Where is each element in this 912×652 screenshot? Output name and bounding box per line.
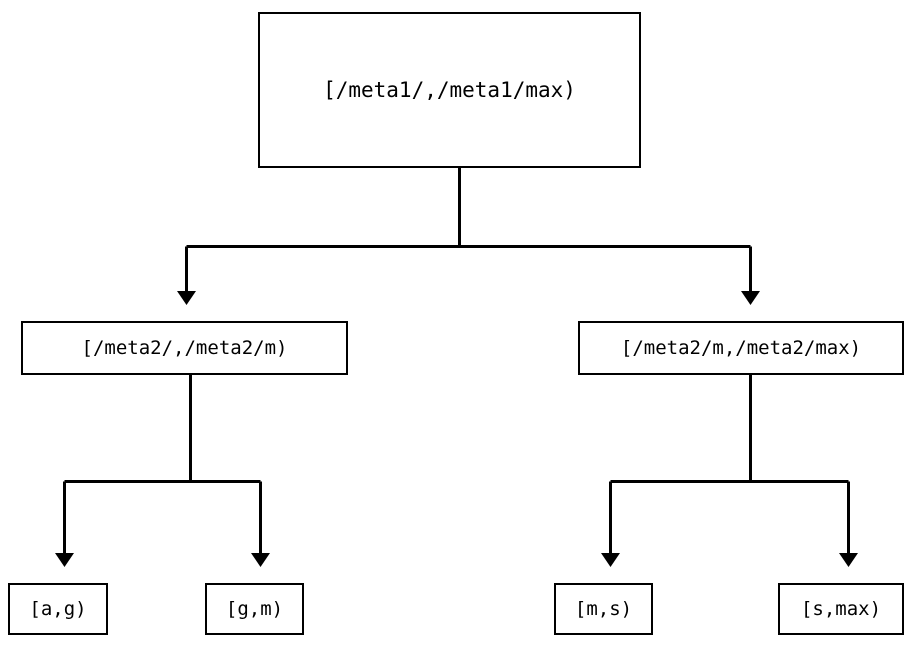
arrowhead-down-icon-leaf-ag	[55, 553, 74, 567]
tree-node-leaf-m-s[interactable]: [m,s)	[554, 583, 653, 635]
tree-node-level2-left[interactable]: [/meta2/,/meta2/m)	[21, 321, 348, 375]
tree-node-leaf-g-m[interactable]: [g,m)	[205, 583, 304, 635]
arrowhead-down-icon-leaf-smax	[839, 553, 858, 567]
tree-node-root[interactable]: [/meta1/,/meta1/max)	[258, 12, 641, 168]
tree-node-level2-right[interactable]: [/meta2/m,/meta2/max)	[578, 321, 904, 375]
tree-node-leaf-s-max[interactable]: [s,max)	[778, 583, 904, 635]
arrowhead-down-icon-leaf-ms	[601, 553, 620, 567]
arrowhead-down-icon-l2-right	[741, 291, 760, 305]
tree-node-leaf-a-g[interactable]: [a,g)	[8, 583, 108, 635]
arrowhead-down-icon-l2-left	[177, 291, 196, 305]
arrowhead-down-icon-leaf-gm	[251, 553, 270, 567]
